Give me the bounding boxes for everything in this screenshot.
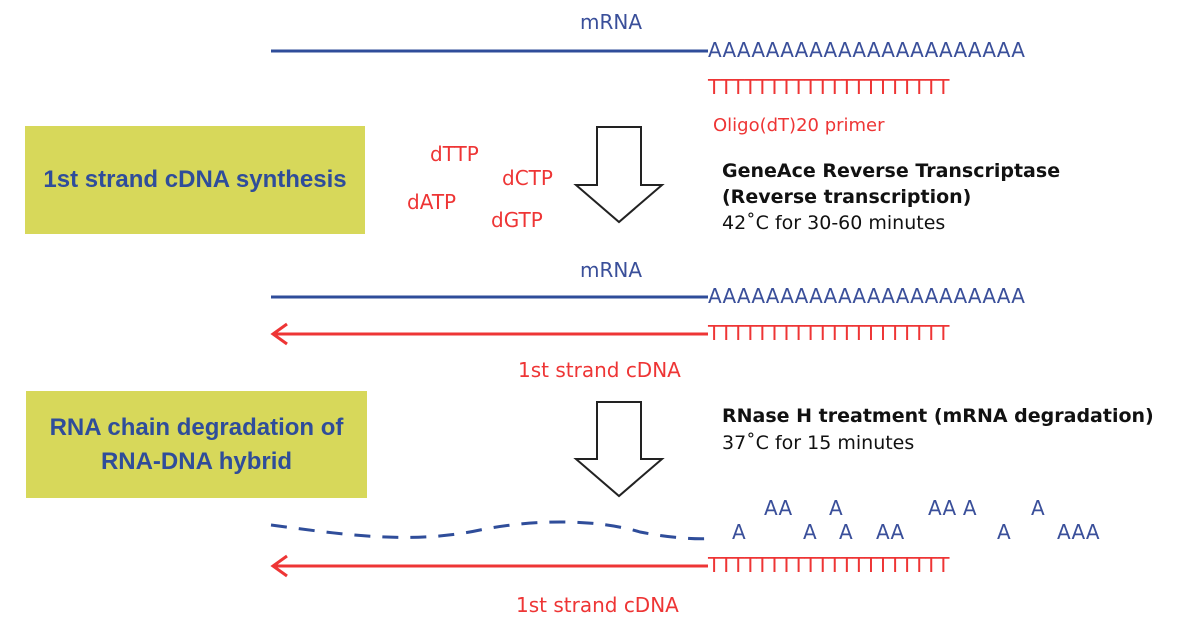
oligo-dT-2: TTTTTTTTTTTTTTTTTTTT [708,321,950,345]
fragment-5: AA [876,520,905,544]
enzyme-name: GeneAce Reverse Transcriptase [722,160,1061,182]
nucleotide-dATP: dATP [407,190,457,214]
cdna-arrow-1 [270,322,708,346]
fragment-7: A [997,520,1011,544]
cdna-arrow-2 [270,554,708,578]
fragment-1: A [732,520,746,544]
mrna-label-1: mRNA [580,10,643,34]
fragment-3: A [803,520,817,544]
cdna-label-1: 1st strand cDNA [518,358,681,382]
step2-label-line1: RNA chain degradation of [49,413,344,441]
primer-label: Oligo(dT)20 primer [713,115,885,136]
polyA-tail-1: AAAAAAAAAAAAAAAAAAAAAA [708,38,1026,62]
reaction-condition-2: 37˚C for 15 minutes [722,432,915,454]
reaction-condition-1: 42˚C for 30-60 minutes [722,212,946,234]
degraded-mrna-strand [270,520,716,541]
step1-label-box: 1st strand cDNA synthesis [25,126,365,234]
polyA-tail-2: AAAAAAAAAAAAAAAAAAAAAA [708,284,1026,308]
step2-label-line2: RNA-DNA hybrid [100,447,293,475]
nucleotide-dGTP: dGTP [491,208,543,232]
nucleotide-dCTP: dCTP [502,166,553,190]
step2-label-box: RNA chain degradation of RNA-DNA hybrid [26,391,367,498]
step1-label-text: 1st strand cDNA synthesis [43,166,347,193]
fragment-6: AA A [928,496,977,520]
nucleotide-dTTP: dTTP [430,142,479,166]
fragment-4: A [829,496,843,520]
mrna-label-2: mRNA [580,258,643,282]
fragment-9: AAA [1057,520,1100,544]
oligo-dT-1: TTTTTTTTTTTTTTTTTTTT [708,75,950,99]
enzyme-process: (Reverse transcription) [722,186,972,208]
process-arrow-down-1 [573,126,665,224]
fragment-4b: A [839,520,853,544]
rnase-treatment: RNase H treatment (mRNA degradation) [722,405,1154,427]
fragment-2: AA [764,496,793,520]
process-arrow-down-2 [573,401,665,498]
fragment-8: A [1031,496,1045,520]
cdna-label-2: 1st strand cDNA [516,593,679,617]
oligo-dT-3: TTTTTTTTTTTTTTTTTTTT [708,553,950,577]
